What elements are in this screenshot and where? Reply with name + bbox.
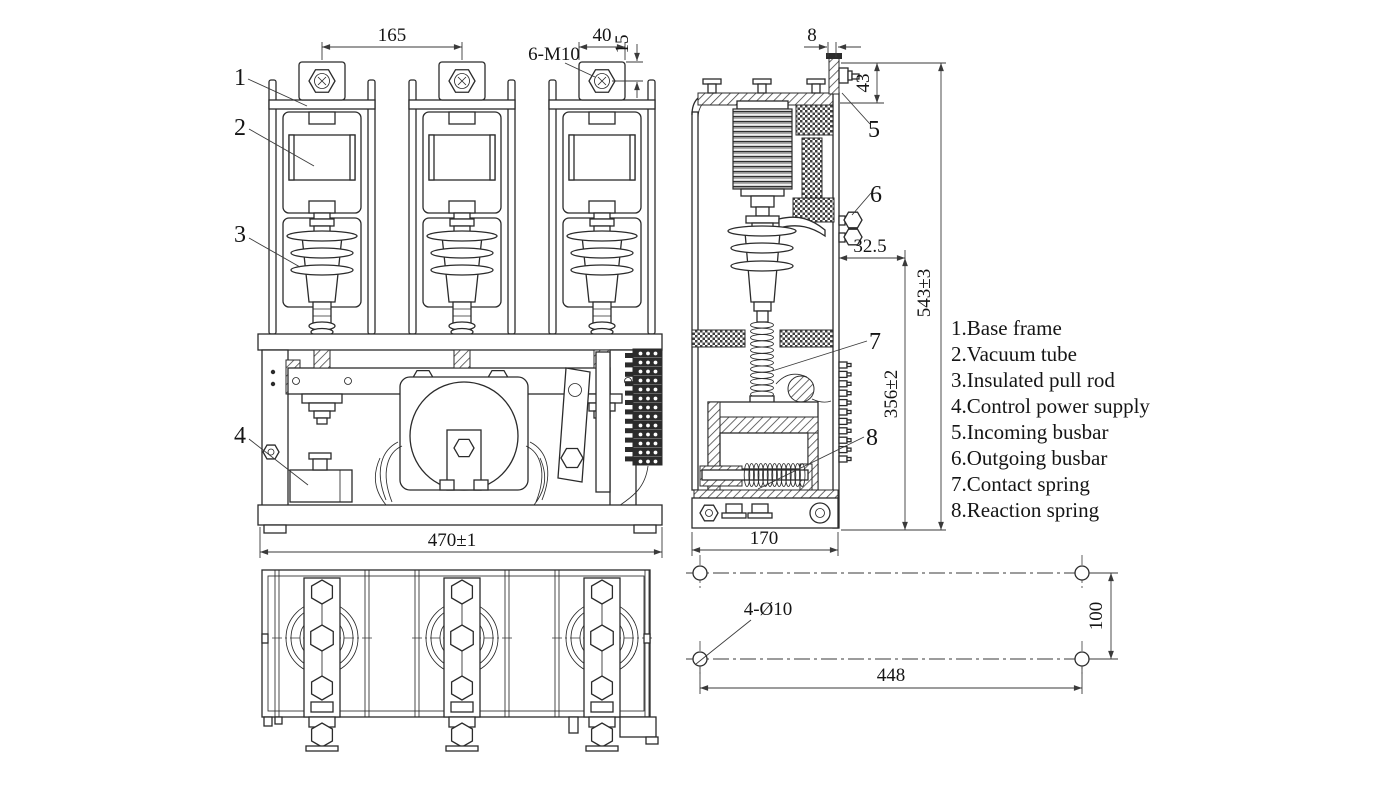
part-marker-2: 2 [234,115,246,141]
dim-depth: 170 [691,528,839,556]
mounting-hole [692,565,708,581]
dim-text-165: 165 [378,25,407,46]
dim-text-170: 170 [750,528,779,549]
dim-overall-height: 543±3 [841,62,946,531]
dim-text-32-5: 32.5 [853,236,886,257]
part-marker-3: 3 [234,222,246,248]
dim-hole-spacing-y: 100 [1086,572,1118,660]
mounting-hole [1074,565,1090,581]
bolt-spec-label: 6-M10 [528,44,596,78]
top-plate-bolts [702,78,826,94]
dim-frame-height: 356±2 [881,258,908,530]
pole-assembly [549,62,655,336]
side-view [691,53,863,529]
dim-hole-spacing-x: 448 [699,665,1083,694]
part-marker-8: 8 [866,425,878,451]
part-marker-5: 5 [868,117,880,143]
dim-pad-width: 40 [578,25,626,60]
legend-item: 8.Reaction spring [951,498,1100,522]
insulated-pull-rod-side [727,225,797,323]
outgoing-busbar [838,211,863,246]
dim-busbar-thickness: 8 [804,25,861,57]
legend-item: 2.Vacuum tube [951,342,1077,366]
front-view [257,62,663,534]
legend: 1.Base frame 2.Vacuum tube 3.Insulated p… [951,316,1150,522]
legend-item: 7.Contact spring [951,472,1090,496]
dim-text-356: 356±2 [881,370,902,418]
dim-pad-edge: 15 [612,35,643,98]
terminal-block [625,348,663,466]
dim-busbar-height: 43 [840,63,884,104]
legend-item: 6.Outgoing busbar [951,446,1107,470]
part-marker-6: 6 [870,182,882,208]
part-marker-7: 7 [869,329,881,355]
mounting-hole [1074,651,1090,667]
base-frame [257,333,663,534]
dim-text-470: 470±1 [428,530,476,551]
legend-item: 1.Base frame [951,316,1062,340]
mounting-hole [692,651,708,667]
lever-arm [557,367,591,483]
pole-assembly [269,62,375,336]
dim-text-100: 100 [1086,602,1107,631]
legend-item: 4.Control power supply [951,394,1150,418]
electromagnet [399,376,529,491]
bottom-view [261,569,659,751]
dim-text-448: 448 [877,665,906,686]
part-marker-4: 4 [234,423,246,449]
part-markers: 1 2 3 4 5 6 7 8 [234,65,882,490]
incoming-busbar [826,53,860,95]
dim-text-43: 43 [853,74,874,93]
legend-item: 5.Incoming busbar [951,420,1108,444]
bolt-spec-text: 6-M10 [528,44,580,65]
dim-text-8: 8 [807,25,817,46]
mounting-hole-pattern [686,555,1096,677]
control-power-supply-box [289,452,353,503]
dim-pole-spacing: 165 [321,25,463,60]
dim-text-543: 543±3 [914,269,935,317]
legend-item: 3.Insulated pull rod [951,368,1115,392]
part-marker-1: 1 [234,65,246,91]
hole-spec-text: 4-Ø10 [744,599,793,620]
dim-text-40: 40 [593,25,612,46]
terminal-strip-side [838,361,852,463]
dim-text-15: 15 [612,35,633,54]
vacuum-tube-section [732,100,793,217]
pole-assembly [409,62,515,336]
annotations: 165 40 15 6-M10 470±1 [234,25,1118,694]
hole-spec-label: 4-Ø10 [695,599,793,665]
contact-spring [750,321,774,398]
dim-overall-width: 470±1 [259,527,663,558]
